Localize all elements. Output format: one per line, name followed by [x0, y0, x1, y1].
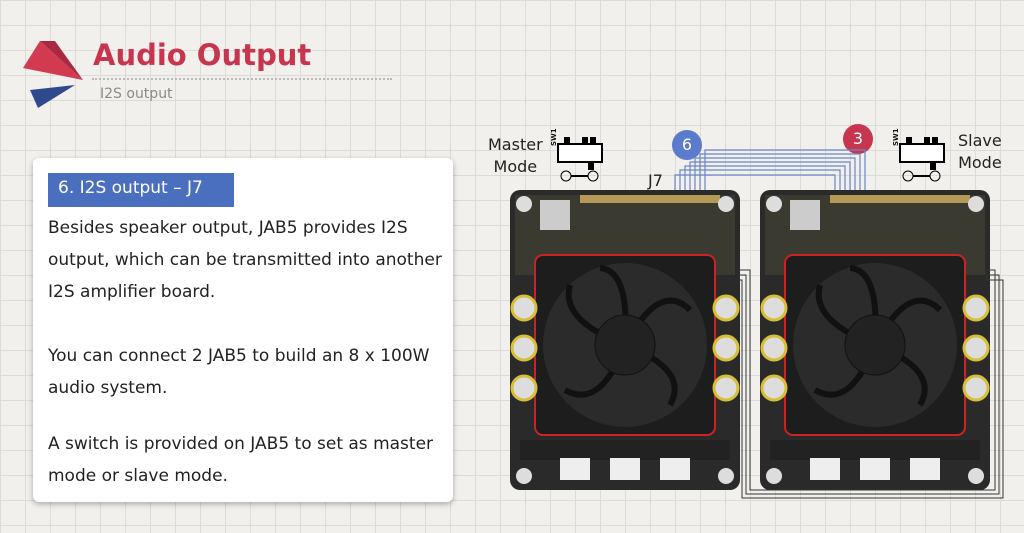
card-paragraph: Besides speaker output, JAB5 provides I2…: [48, 218, 442, 302]
card-paragraph: You can connect 2 JAB5 to build an 8 x 1…: [48, 346, 430, 398]
slave-switch-icon: [899, 136, 945, 182]
board-diagram: [480, 136, 1004, 499]
logo-icon: [23, 41, 83, 108]
info-card: 6. I2S output – J7 Besides speaker outpu…: [33, 158, 453, 502]
page-title: Audio Output: [93, 38, 312, 72]
card-paragraph: A switch is provided on JAB5 to set as m…: [48, 434, 434, 486]
master-badge: 6: [672, 130, 702, 160]
slave-badge: 3: [843, 124, 873, 154]
i2s-wires: [674, 149, 866, 190]
speaker-wires: [738, 269, 1004, 499]
card-heading: 6. I2S output – J7: [48, 173, 234, 207]
j7-label: J7: [648, 171, 663, 190]
master-switch-icon: [557, 136, 603, 182]
page-subtitle: I2S output: [100, 86, 173, 102]
slave-switch-label: SW1: [892, 128, 900, 146]
title-divider: [92, 78, 392, 80]
master-switch-label: SW1: [550, 128, 558, 146]
